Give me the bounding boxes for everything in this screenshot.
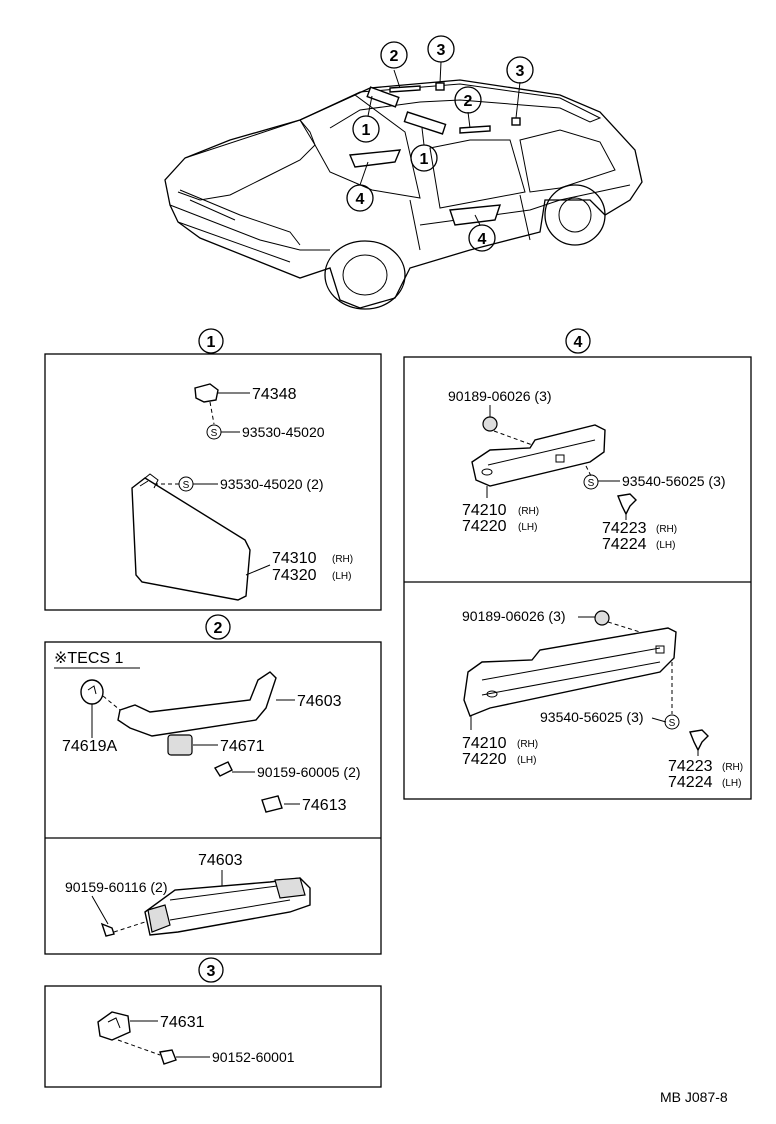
svg-text:S: S [183, 480, 190, 491]
svg-text:(RH): (RH) [656, 524, 677, 535]
part-no-74619a: 74619A [62, 738, 117, 755]
tecs-label: ※TECS 1 [54, 650, 124, 667]
svg-text:(RH): (RH) [517, 739, 538, 750]
callout-label: 4 [356, 191, 365, 208]
svg-text:4: 4 [574, 334, 583, 351]
part-no-90159-60005: 90159-60005 (2) [257, 764, 361, 780]
part-no-93530-45020: 93530-45020 [242, 424, 325, 440]
plug-part [689, 729, 709, 752]
part-no-93540-56025-lower: 93540-56025 (3) [540, 709, 644, 725]
part-no-90159-60116: 90159-60116 (2) [65, 879, 167, 895]
cap-74619a-part [80, 679, 104, 705]
part-no-74603-b: 74603 [198, 852, 243, 869]
callout-label: 1 [420, 151, 429, 168]
callout-label: 2 [390, 48, 399, 65]
part-no-74223-lower: 74223 [668, 758, 713, 775]
s-symbol [664, 714, 680, 730]
clip-part [594, 610, 610, 626]
armrest-upper-part [471, 424, 606, 487]
callout-label: 3 [437, 42, 446, 59]
svg-text:(RH): (RH) [722, 762, 743, 773]
callout-label: 3 [516, 63, 525, 80]
grip-cover-part [167, 734, 193, 756]
part-no-74613: 74613 [302, 797, 347, 814]
svg-text:S: S [588, 478, 595, 489]
cap-74613-part [261, 795, 283, 813]
svg-text:(LH): (LH) [656, 540, 675, 551]
svg-text:(RH): (RH) [518, 506, 539, 517]
section-1-box [44, 353, 382, 611]
part-no-74310: 74310 [272, 550, 317, 567]
car-callout-4a: 4 [346, 184, 374, 212]
part-no-74220-lower: 74220 [462, 751, 507, 768]
sunvisor-part [131, 477, 251, 601]
part-no-74320: 74320 [272, 567, 317, 584]
svg-text:(LH): (LH) [518, 522, 537, 533]
svg-text:1: 1 [207, 334, 216, 351]
part-no-74348: 74348 [252, 386, 297, 403]
assist-grip-part [117, 671, 277, 737]
section-1-marker: 1 [198, 328, 224, 354]
section-2-box [44, 641, 382, 955]
part-no-74223-upper: 74223 [602, 520, 647, 537]
callout-label: 4 [478, 231, 487, 248]
part-no-74631: 74631 [160, 1014, 205, 1031]
car-illustration [164, 61, 643, 310]
section-3-box [44, 985, 382, 1088]
car-callout-1b: 1 [410, 144, 438, 172]
part-no-74220-upper: 74220 [462, 518, 507, 535]
side-rh: (RH) [332, 554, 353, 565]
svg-text:(LH): (LH) [722, 778, 741, 789]
part-no-90189-06026-lower: 90189-06026 (3) [462, 608, 566, 624]
section-3-marker: 3 [198, 957, 224, 983]
part-no-74224-lower: 74224 [668, 774, 713, 791]
part-no-90189-06026-upper: 90189-06026 (3) [448, 388, 552, 404]
svg-text:2: 2 [214, 620, 223, 637]
car-callout-3a: 3 [427, 35, 455, 63]
sunvisor-holder-part [194, 383, 219, 403]
s-symbol [583, 474, 599, 490]
part-no-93540-56025-upper: 93540-56025 (3) [622, 473, 726, 489]
section-4-marker: 4 [565, 328, 591, 354]
car-callout-2b: 2 [454, 86, 482, 114]
svg-text:S: S [669, 718, 676, 729]
part-no-74224-upper: 74224 [602, 536, 647, 553]
armrest-lower-part [463, 627, 677, 717]
plug-part [617, 493, 637, 516]
side-lh: (LH) [332, 571, 351, 582]
callout-label: 1 [362, 122, 371, 139]
screw-part [213, 761, 233, 777]
hook-74631-part [97, 1011, 131, 1041]
svg-text:3: 3 [207, 963, 216, 980]
svg-text:(LH): (LH) [517, 755, 536, 766]
clip-part [482, 416, 498, 432]
svg-text:S: S [211, 428, 218, 439]
car-callout-3b: 3 [506, 56, 534, 84]
part-no-90152-60001: 90152-60001 [212, 1049, 295, 1065]
car-callout-4b: 4 [468, 224, 496, 252]
part-no-74671: 74671 [220, 738, 265, 755]
callout-label: 2 [464, 93, 473, 110]
section-2-marker: 2 [205, 614, 231, 640]
footer-code: MB J087-8 [660, 1089, 728, 1105]
part-no-93530-45020-2: 93530-45020 (2) [220, 476, 324, 492]
part-no-74210-lower: 74210 [462, 735, 507, 752]
section-4-box [403, 356, 752, 800]
car-callout-2a: 2 [380, 41, 408, 69]
part-no-74210-upper: 74210 [462, 502, 507, 519]
screw-90152-part [159, 1049, 177, 1065]
part-no-74603: 74603 [297, 693, 342, 710]
assist-grip-b-part [144, 877, 311, 936]
car-callout-1a: 1 [352, 115, 380, 143]
